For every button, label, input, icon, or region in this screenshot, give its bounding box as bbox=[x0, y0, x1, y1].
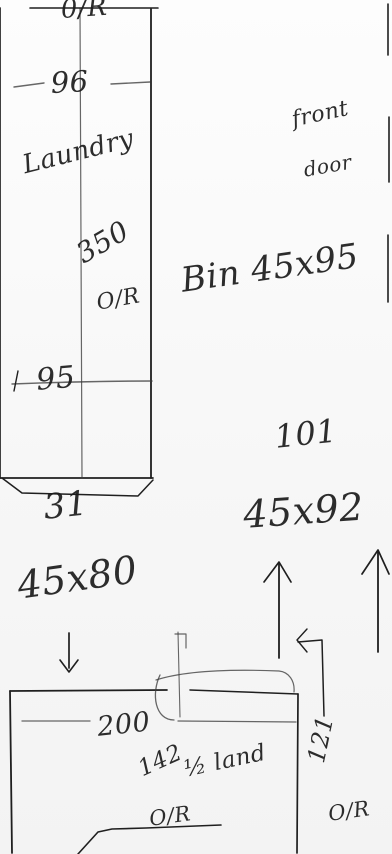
dimension-96-label: 96 bbox=[49, 64, 90, 100]
dimension-96-line-right bbox=[110, 81, 151, 85]
lower-room-inner-vertical bbox=[154, 674, 175, 721]
lower-room-top-left bbox=[9, 689, 168, 692]
top-label: 0/R bbox=[59, 0, 109, 25]
lower-room-inner-top-2 bbox=[177, 720, 297, 723]
dimension-95-tick-left bbox=[13, 370, 19, 392]
lower-room-left-wall bbox=[9, 690, 13, 854]
dimension-200-label: 200 bbox=[95, 706, 152, 743]
dimension-95-line bbox=[11, 380, 153, 385]
arrow-down-head bbox=[59, 659, 79, 673]
or-label-3: O/R bbox=[326, 796, 372, 826]
dimension-31-label: 31 bbox=[41, 483, 90, 528]
hook-left bbox=[174, 633, 187, 649]
laundry-base-trapezoid bbox=[1, 477, 154, 497]
lower-room-right-wall bbox=[296, 693, 299, 854]
size-45x92-label: 45x92 bbox=[241, 484, 366, 537]
lower-room-bottom-sketch bbox=[77, 824, 222, 854]
hook-right bbox=[297, 639, 325, 717]
hook-right-arrowhead bbox=[296, 628, 308, 653]
or-label-2: O/R bbox=[147, 801, 193, 831]
arrow-up-left-head bbox=[263, 561, 292, 583]
laundry-inner-line bbox=[79, 7, 83, 479]
dimension-96-line-left bbox=[13, 82, 45, 88]
arrow-up-right-head bbox=[361, 549, 390, 575]
lower-room-inner-arc bbox=[155, 669, 295, 693]
dimension-101-label: 101 bbox=[272, 411, 339, 456]
dimension-95-label: 95 bbox=[34, 359, 77, 398]
lower-room-top-right bbox=[189, 689, 299, 695]
